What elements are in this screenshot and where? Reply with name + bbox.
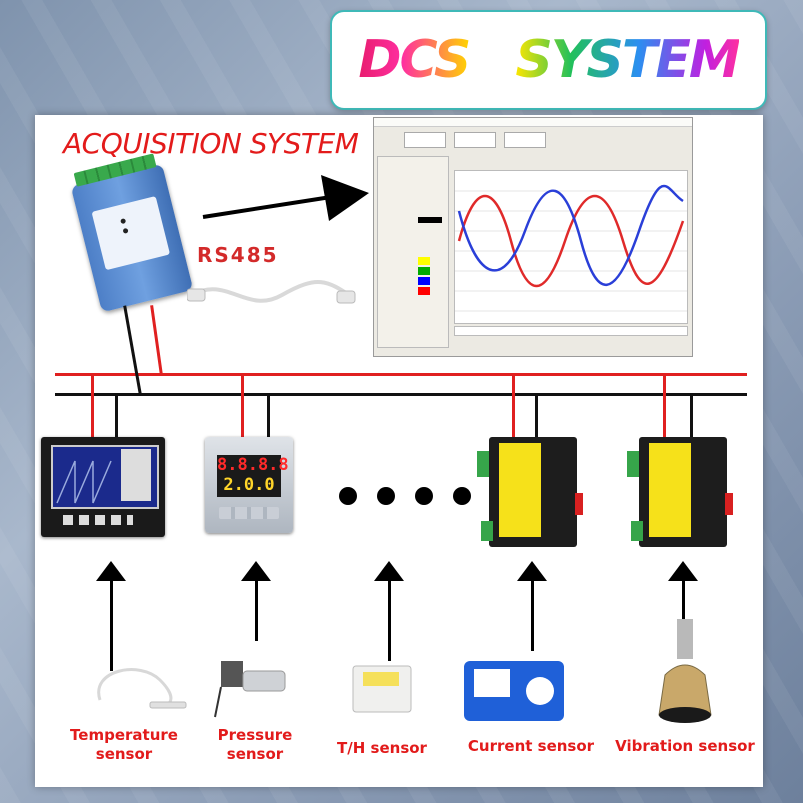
converter-label-plate bbox=[91, 196, 171, 271]
converter-wire-red bbox=[150, 305, 163, 375]
recorder-wire-red bbox=[91, 373, 94, 437]
sensor-label-line: Pressure bbox=[217, 726, 293, 744]
title-dcs: DCS bbox=[358, 30, 471, 90]
current-module-wire-red bbox=[512, 373, 515, 437]
current-module-wire-black bbox=[535, 393, 538, 437]
temperature-controller-device: 8.8.8.8 2.0.0 bbox=[205, 437, 293, 533]
controller-display: 8.8.8.8 2.0.0 bbox=[217, 455, 289, 497]
sensor-label-line: sensor bbox=[226, 745, 284, 763]
vibration-module-wire-black bbox=[690, 393, 693, 437]
software-toolbar-button bbox=[404, 132, 446, 148]
sensor-label-temperature: Temperature sensor bbox=[69, 726, 179, 764]
title-system: SYSTEM bbox=[515, 30, 740, 90]
recorder-bargraph bbox=[121, 449, 151, 501]
arrow-th bbox=[369, 561, 409, 661]
recorder-wire-black bbox=[115, 393, 118, 437]
software-toolbar-button bbox=[454, 132, 496, 148]
paperless-recorder-device bbox=[41, 437, 165, 537]
sensor-label-th: T/H sensor bbox=[327, 739, 437, 758]
arrow-temperature bbox=[91, 561, 131, 671]
vibration-module-wire-red bbox=[663, 373, 666, 437]
arrow-current bbox=[512, 561, 552, 651]
title-banner: DCS SYSTEM bbox=[330, 10, 767, 110]
sensor-label-line: Current sensor bbox=[467, 737, 595, 755]
software-side-panel bbox=[377, 156, 449, 348]
vibration-sensor-image bbox=[658, 619, 712, 723]
bus-line-red bbox=[55, 373, 747, 376]
current-transmitter-module bbox=[477, 437, 583, 547]
sensor-label-line: Vibration sensor bbox=[615, 737, 755, 755]
sensor-label-pressure: Pressure sensor bbox=[205, 726, 305, 764]
usb-cable bbox=[187, 280, 356, 304]
software-trend-plot bbox=[454, 170, 688, 324]
controller-buttons bbox=[219, 507, 279, 519]
recorder-buttons bbox=[63, 515, 133, 525]
pressure-sensor-image bbox=[214, 661, 286, 718]
sensor-label-vibration: Vibration sensor bbox=[615, 737, 755, 756]
converter-wire-black bbox=[123, 305, 142, 395]
controller-wire-red bbox=[241, 373, 244, 437]
rs485-converter-device bbox=[70, 153, 194, 313]
arrow-vibration bbox=[663, 561, 703, 631]
software-titlebar bbox=[374, 118, 692, 127]
acquisition-title: ACQUISITION SYSTEM bbox=[63, 127, 359, 160]
rs485-label: RS485 bbox=[197, 243, 279, 267]
software-toolbar-button bbox=[504, 132, 546, 148]
vibration-transmitter-module bbox=[627, 437, 733, 547]
controller-sv-readout: 2.0.0 bbox=[223, 475, 275, 495]
diagram-panel: ACQUISITION SYSTEM RS485 bbox=[35, 115, 763, 787]
acquisition-software-screenshot bbox=[373, 117, 693, 357]
controller-wire-black bbox=[267, 393, 270, 437]
current-sensor-image bbox=[464, 661, 564, 721]
bus-line-black bbox=[55, 393, 747, 396]
th-sensor-image bbox=[352, 665, 412, 713]
ellipsis-dots bbox=[339, 487, 471, 505]
arrow-to-software bbox=[202, 175, 369, 221]
sensor-label-line: Temperature bbox=[70, 726, 178, 744]
arrow-pressure bbox=[236, 561, 276, 641]
sensor-label-line: sensor bbox=[95, 745, 153, 763]
sensor-label-current: Current sensor bbox=[461, 737, 601, 756]
temperature-sensor-image bbox=[97, 668, 187, 709]
controller-pv-readout: 8.8.8.8 bbox=[217, 455, 289, 475]
software-scrollbar bbox=[454, 326, 688, 336]
sensor-label-line: T/H sensor bbox=[337, 739, 427, 757]
